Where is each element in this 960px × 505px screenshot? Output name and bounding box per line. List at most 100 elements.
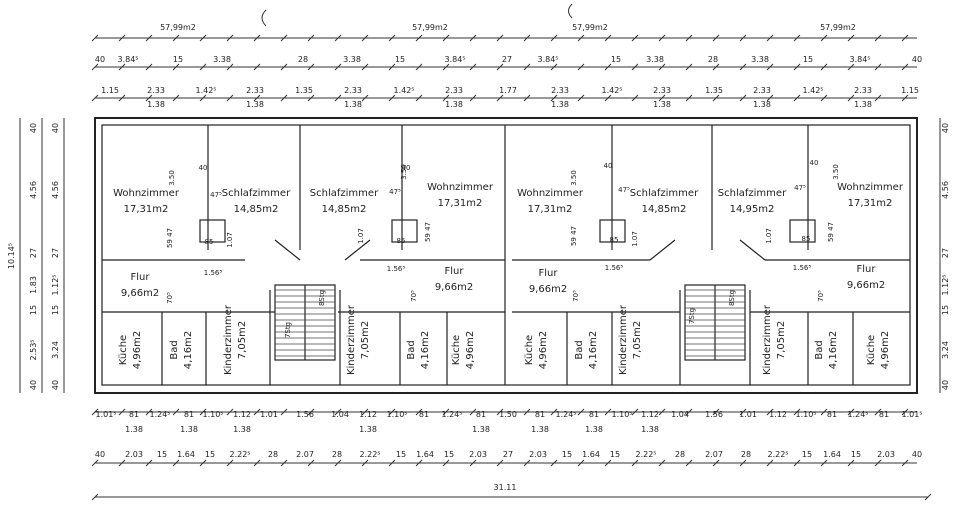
dimension-label: 28 — [332, 450, 342, 459]
dimension-label: 70⁵ — [166, 292, 174, 304]
room-area: 4,16m2 — [420, 331, 431, 369]
dimension-tick — [901, 63, 909, 71]
dimension-tick — [442, 63, 450, 71]
dimension-tick — [334, 459, 342, 467]
dimension-label: 27 — [29, 248, 38, 258]
dimension-label: 81 — [879, 410, 889, 419]
dimension-label: 2.33 — [551, 86, 569, 95]
dimension-tick — [91, 63, 99, 71]
dimension-label: 1.38 — [854, 100, 872, 109]
dimension-label: 81 — [589, 410, 599, 419]
dimension-tick — [550, 94, 558, 102]
dimension-tick — [874, 34, 882, 42]
dimension-label: 1.42⁵ — [393, 86, 414, 95]
dimension-tick — [199, 34, 207, 42]
dimension-label: 1.42⁵ — [802, 86, 823, 95]
dimension-tick — [118, 459, 126, 467]
dimension-label: 1.56⁵ — [605, 264, 624, 272]
dimension-label: 1.64 — [823, 450, 841, 459]
room-name: Wohnzimmer — [837, 182, 904, 193]
dimension-label: 3.38 — [343, 55, 361, 64]
dimension-label: 1.12 — [641, 410, 659, 419]
dimension-tick — [91, 493, 99, 501]
dimension-tick — [469, 63, 477, 71]
room-area: 4,96m2 — [132, 331, 143, 369]
dimension-tick — [442, 408, 450, 416]
room-area: 4,96m2 — [880, 331, 891, 369]
dimension-tick — [604, 94, 612, 102]
dimension-label: 1.38 — [125, 425, 143, 434]
dimension-label: 3.38 — [213, 55, 231, 64]
dimension-tick — [550, 63, 558, 71]
dimension-label: 27 — [503, 450, 513, 459]
room-name: Flur — [131, 272, 151, 283]
room-name: Küche — [866, 335, 877, 365]
dimension-tick — [577, 408, 585, 416]
dimension-label: 3.24 — [941, 341, 950, 359]
dimension-label: 15 — [803, 55, 813, 64]
dimension-tick — [685, 459, 693, 467]
dimension-tick — [334, 63, 342, 71]
dimension-label: 85 — [802, 235, 811, 243]
room-name: Kinderzimmer — [346, 304, 357, 375]
dimension-label: 3.84⁵ — [117, 55, 138, 64]
dimension-label: 81 — [129, 410, 139, 419]
room-name: Kinderzimmer — [618, 304, 629, 375]
dimension-label: 1.38 — [246, 100, 264, 109]
room-name: Kinderzimmer — [762, 304, 773, 375]
dimension-label: 1.15 — [901, 86, 919, 95]
dimension-label: 2.03 — [529, 450, 547, 459]
dimension-label: 1.64 — [177, 450, 195, 459]
dimension-tick — [901, 408, 909, 416]
dimension-tick — [658, 459, 666, 467]
dimension-label: 1.12 — [359, 410, 377, 419]
dimension-tick — [847, 34, 855, 42]
dimension-tick — [766, 408, 774, 416]
dimension-label: 70⁵ — [410, 290, 418, 302]
dimension-tick — [712, 408, 720, 416]
dimension-label: 15 — [29, 305, 38, 315]
dimension-tick — [172, 459, 180, 467]
dimension-label: 81 — [184, 410, 194, 419]
dimension-tick — [361, 63, 369, 71]
dimension-tick — [739, 94, 747, 102]
dimension-tick — [793, 34, 801, 42]
dimension-label: 1.07 — [631, 231, 639, 247]
dimension-label: 2.03 — [125, 450, 143, 459]
dimension-tick — [145, 94, 153, 102]
dimension-tick — [820, 63, 828, 71]
dimension-label: 3.38 — [751, 55, 769, 64]
dimension-tick — [415, 63, 423, 71]
dimension-label: 1.04 — [671, 410, 689, 419]
room-name: Küche — [524, 335, 535, 365]
dimension-label: 4.56 — [941, 181, 950, 199]
dimension-tick — [874, 408, 882, 416]
dimension-tick — [847, 408, 855, 416]
room-area: 7,05m2 — [237, 321, 248, 359]
dimension-label: 70⁵ — [572, 290, 580, 302]
dimension-label: 1.56 — [296, 410, 314, 419]
dimension-label: 1.24⁵ — [555, 410, 576, 419]
dimension-label: 28 — [268, 450, 278, 459]
dimension-tick — [712, 63, 720, 71]
dimension-tick — [145, 34, 153, 42]
dimension-tick — [199, 63, 207, 71]
dimension-tick — [118, 63, 126, 71]
dimension-label: 40 — [51, 380, 60, 390]
dimension-tick — [253, 459, 261, 467]
dimension-label: 1.35 — [705, 86, 723, 95]
dimension-label: 3.50 — [832, 164, 840, 180]
dimension-label: 1.38 — [344, 100, 362, 109]
dimension-tick — [388, 34, 396, 42]
dimension-label: 3.50 — [570, 170, 578, 186]
dimension-tick — [145, 459, 153, 467]
dimension-tick — [469, 459, 477, 467]
dimension-label: 1.10⁵ — [386, 410, 407, 419]
dimension-tick — [712, 94, 720, 102]
dimension-tick — [415, 459, 423, 467]
room-name: Küche — [451, 335, 462, 365]
dimension-label: 2.03 — [877, 450, 895, 459]
dimension-tick — [226, 459, 234, 467]
dimension-label: 27 — [502, 55, 512, 64]
dimension-label: 2.03 — [469, 450, 487, 459]
